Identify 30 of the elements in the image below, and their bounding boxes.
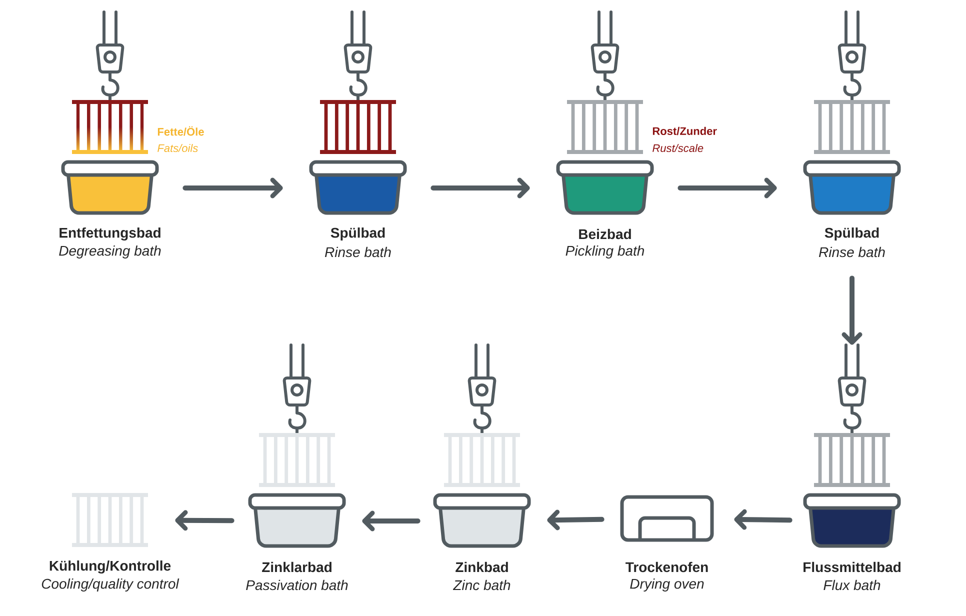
arrow bbox=[182, 178, 283, 198]
station-label: Pickling bath bbox=[566, 245, 644, 259]
station-label: Rinse bath bbox=[324, 246, 391, 258]
station-label: Beizbad bbox=[579, 228, 631, 240]
station-label: Zinklarbad bbox=[262, 562, 332, 572]
station-label: Spülbad bbox=[330, 227, 385, 241]
station-label: Trockenofen bbox=[626, 562, 708, 572]
arrow bbox=[547, 510, 604, 530]
station-label: Degreasing bath bbox=[59, 245, 161, 259]
station-label: Passivation bath bbox=[246, 580, 348, 590]
station-label: Kühlung/Kontrolle bbox=[50, 560, 171, 574]
station-label: Zinkbad bbox=[456, 562, 508, 572]
arrow bbox=[842, 276, 862, 345]
station-label: Rinse bath bbox=[818, 246, 885, 258]
arrow bbox=[734, 509, 792, 530]
arrow bbox=[175, 510, 234, 531]
contaminant-label: Fats/oils bbox=[158, 144, 198, 152]
station-label: Drying oven bbox=[630, 578, 704, 592]
station-label: Flussmittelbad bbox=[804, 562, 900, 572]
station-label: Zinc bath bbox=[452, 580, 510, 590]
station-label: Cooling/quality control bbox=[42, 578, 180, 592]
contaminant-label: Rust/scale bbox=[652, 144, 704, 152]
contaminant-label: Fette/Öle bbox=[158, 126, 204, 136]
station-label: Flux bath bbox=[824, 580, 880, 590]
arrow bbox=[678, 178, 777, 198]
station-label: Entfettungsbad bbox=[60, 227, 160, 241]
station-label: Spülbad bbox=[824, 227, 879, 241]
arrow bbox=[430, 178, 530, 198]
arrow bbox=[362, 510, 420, 532]
contaminant-label: Rost/Zunder bbox=[652, 126, 717, 136]
